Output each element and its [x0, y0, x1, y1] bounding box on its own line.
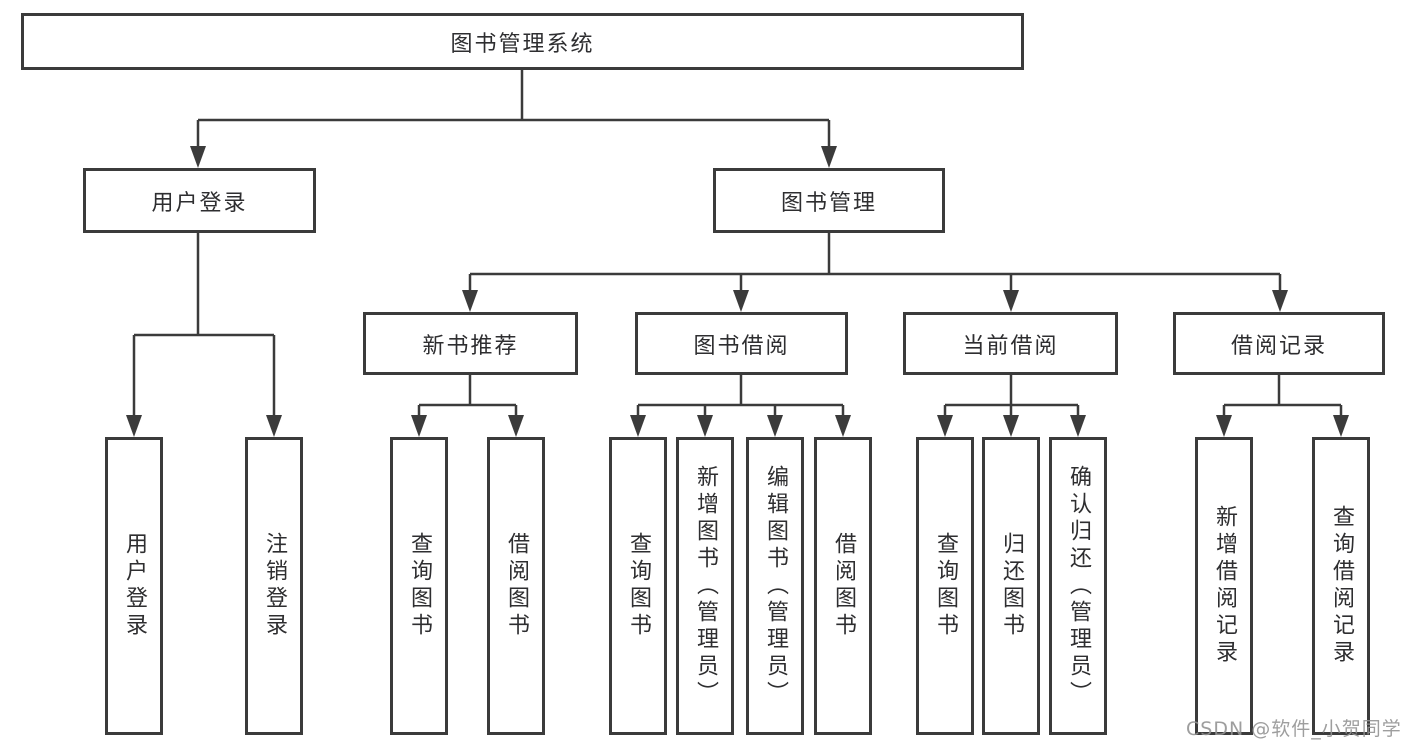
leaf-query-books-current: 查询图书: [916, 437, 974, 735]
node-book-borrowing: 图书借阅: [635, 312, 848, 375]
node-book-management: 图书管理: [713, 168, 945, 233]
leaf-logout: 注销登录: [245, 437, 303, 735]
node-current-borrowing-label: 当前借阅: [962, 333, 1059, 359]
node-book-borrowing-label: 图书借阅: [693, 333, 790, 359]
leaf-logout-label: 注销登录: [262, 532, 287, 640]
leaf-confirm-return-admin: 确认归还（管理员）: [1049, 437, 1107, 735]
leaf-confirm-return-admin-label: 确认归还（管理员）: [1066, 464, 1091, 708]
node-library-system-label: 图书管理系统: [450, 31, 595, 57]
leaf-query-books-recommend: 查询图书: [390, 437, 448, 735]
leaf-user-login-label: 用户登录: [122, 532, 147, 640]
watermark: CSDN @软件_小贺同学: [1186, 718, 1402, 740]
leaf-query-books-borrowing-label: 查询图书: [626, 532, 651, 640]
leaf-query-books-current-label: 查询图书: [933, 532, 958, 640]
leaf-add-books-admin: 新增图书（管理员）: [676, 437, 734, 735]
node-new-book-recommend: 新书推荐: [363, 312, 578, 375]
node-borrowing-records: 借阅记录: [1173, 312, 1385, 375]
leaf-add-borrow-record: 新增借阅记录: [1195, 437, 1253, 735]
node-library-system: 图书管理系统: [21, 13, 1024, 70]
node-book-management-label: 图书管理: [780, 190, 877, 216]
leaf-borrow-books-recommend: 借阅图书: [487, 437, 545, 735]
leaf-return-books: 归还图书: [982, 437, 1040, 735]
node-borrowing-records-label: 借阅记录: [1230, 333, 1327, 359]
leaf-edit-books-admin: 编辑图书（管理员）: [746, 437, 804, 735]
node-user-login: 用户登录: [83, 168, 316, 233]
node-new-book-recommend-label: 新书推荐: [422, 333, 519, 359]
leaf-borrow-books-borrowing: 借阅图书: [814, 437, 872, 735]
leaf-borrow-books-borrowing-label: 借阅图书: [831, 532, 856, 640]
leaf-query-books-recommend-label: 查询图书: [407, 532, 432, 640]
node-user-login-label: 用户登录: [151, 190, 248, 216]
leaf-query-borrow-record: 查询借阅记录: [1312, 437, 1370, 735]
leaf-return-books-label: 归还图书: [999, 532, 1024, 640]
leaf-add-books-admin-label: 新增图书（管理员）: [693, 464, 718, 708]
arrowheads: [126, 146, 1349, 437]
leaf-query-books-borrowing: 查询图书: [609, 437, 667, 735]
leaf-edit-books-admin-label: 编辑图书（管理员）: [763, 464, 788, 708]
leaf-query-borrow-record-label: 查询借阅记录: [1329, 505, 1354, 667]
leaf-user-login: 用户登录: [105, 437, 163, 735]
leaf-borrow-books-recommend-label: 借阅图书: [504, 532, 529, 640]
node-current-borrowing: 当前借阅: [903, 312, 1118, 375]
leaf-add-borrow-record-label: 新增借阅记录: [1212, 505, 1237, 667]
